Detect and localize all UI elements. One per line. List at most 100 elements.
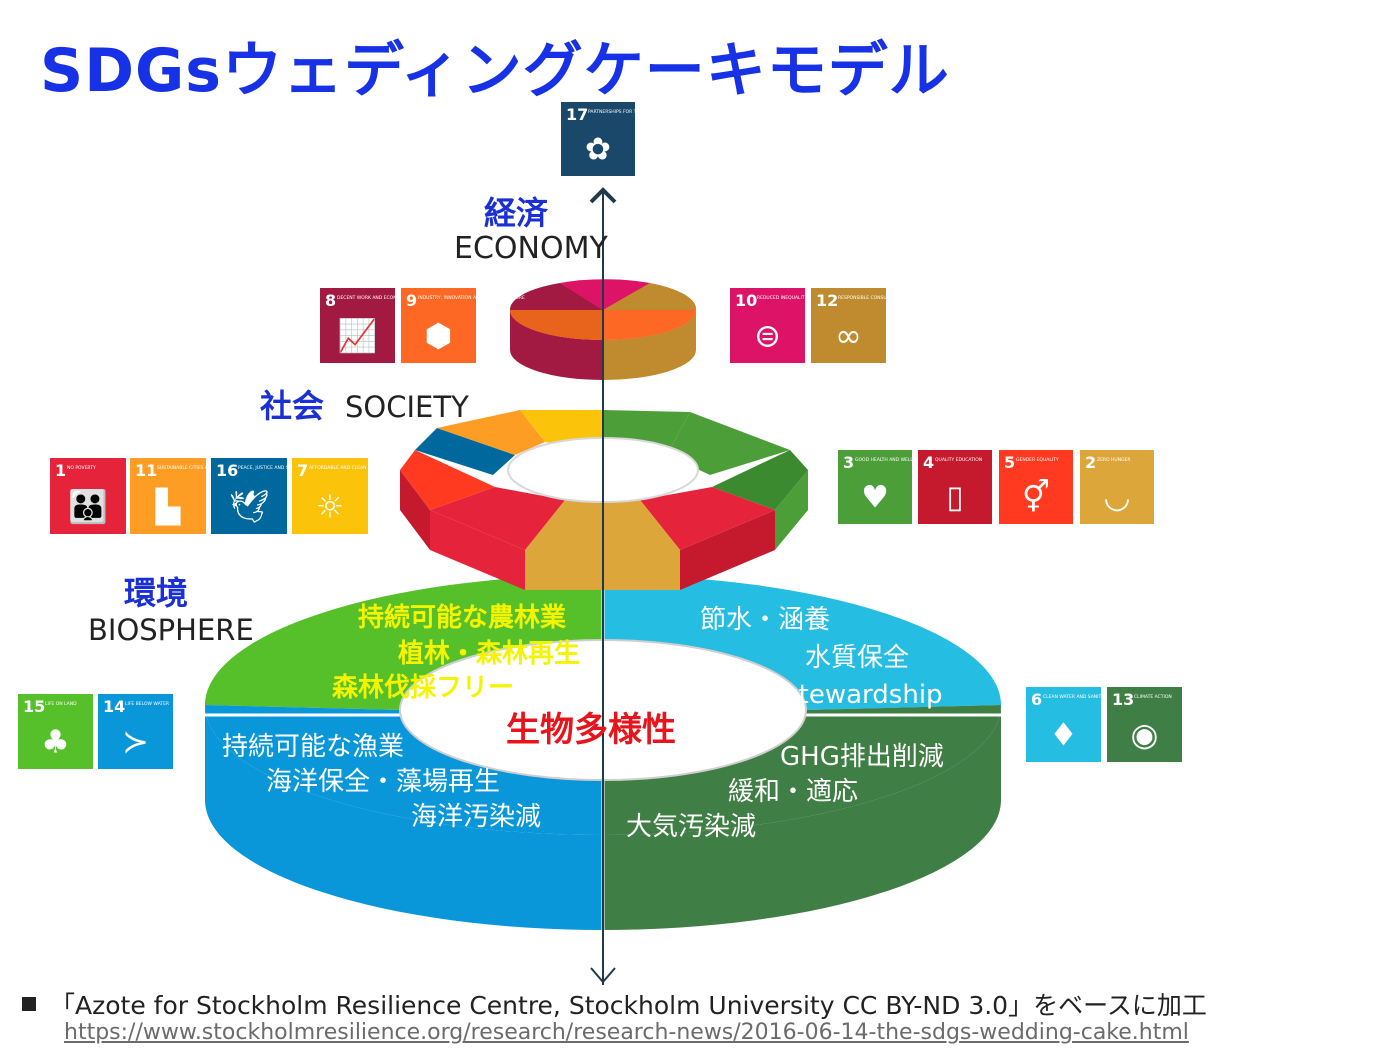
sdg-subtitle: RESPONSIBLE CONSUMPTION AND PRODUCTION [838,295,947,301]
biosphere-jp-label: 環境 [124,574,188,612]
sdg-tile-bg [811,288,886,363]
sdg-number: 16 [216,461,238,480]
square-bullet-icon [22,997,36,1011]
sdg-tile-bg [401,288,476,363]
city-icon: ▙ [155,487,182,525]
sdg-subtitle: CLEAN WATER AND SANITATION [1043,694,1115,700]
infinity-icon: ∞ [835,317,862,355]
climate-label-1: GHG排出削減 [780,742,944,772]
sea-label-3: 海洋汚染減 [411,802,541,832]
sdg-tile-bg [130,458,206,534]
sdg-subtitle: GENDER EQUALITY [1016,457,1059,463]
land-label-1: 持続可能な農林業 [358,602,566,633]
sdg-subtitle: AFFORDABLE AND CLEAN ENERGY [309,465,386,471]
sdg-tile-bg [730,288,805,363]
eye-globe-icon: ◉ [1131,716,1159,754]
sdg-subtitle: INDUSTRY, INNOVATION AND INFRASTRUCTURE [418,295,525,301]
sun-icon: ☼ [316,487,345,525]
land-quadrant [205,575,603,710]
biosphere-en-label: BIOSPHERE [88,613,254,647]
family-icon: 👪 [68,487,108,525]
water-drop-icon: ♦ [1049,716,1078,754]
economy-tier [509,279,697,380]
water-label-1: 節水・涵養 [700,605,830,635]
climate-quadrant [603,705,1001,835]
sea-label-2: 海洋保全・藻場再生 [266,767,500,797]
sdg-number: 8 [325,291,336,310]
land-label-2: 植林・森林再生 [398,639,580,669]
source-link[interactable]: https://www.stockholmresilience.org/rese… [64,1020,1189,1045]
biodiversity-label: 生物多様性 [506,710,676,750]
climate-wall [603,705,1001,930]
bowl-icon: ◡ [1103,480,1130,516]
sdg-subtitle: PEACE, JUSTICE AND STRONG INSTITUTIONS [238,465,338,471]
sdg-number: 5 [1004,453,1015,472]
sdg-tile-bg [18,694,93,769]
page-title: SDGsウェディングケーキモデル [40,36,950,106]
sdg-number: 10 [735,291,757,310]
sdg-number: 17 [566,105,588,124]
dove-icon: 🕊 [229,487,270,525]
fish-icon: ≻ [122,723,149,761]
sdg-subtitle: LIFE ON LAND [45,701,77,707]
land-label-3: 森林伐採フリー [332,673,514,703]
sdg-number: 3 [843,453,854,472]
sdg-tile-bg [1026,687,1101,762]
sdg-tile-bg [999,450,1073,524]
sdg-subtitle: REDUCED INEQUALITIES [757,295,812,301]
heartbeat-icon: ♥ [861,480,889,516]
sdg-number: 13 [1112,690,1134,709]
sdg-subtitle: GOOD HEALTH AND WELL-BEING [855,457,929,463]
sdg-number: 15 [23,697,45,716]
sdg-subtitle: DECENT WORK AND ECONOMIC GROWTH [337,295,431,301]
sdg-number: 14 [103,697,125,716]
sdg-tile-bg [561,102,635,176]
sdg-subtitle: LIFE BELOW WATER [125,701,169,707]
sdg-tile-bg [211,458,287,534]
sea-wall [205,705,603,930]
sdg-tile-bg [98,694,173,769]
sdg-tile-bg [838,450,912,524]
economy-jp-label: 経済 [484,194,549,232]
sdg-tile-bg [1080,450,1154,524]
sdg-subtitle: CLIMATE ACTION [1134,694,1172,700]
economy-en-label: ECONOMY [454,231,608,266]
water-label-2: 水質保全 [805,643,909,673]
sdg-number: 6 [1031,690,1042,709]
growth-chart-icon: 📈 [338,317,378,355]
tree-icon: ♣ [41,723,70,761]
water-quadrant [603,575,1001,710]
sdg-tile-bg [918,450,992,524]
credit-text: 「Azote for Stockholm Resilience Centre, … [50,991,1207,1020]
credit-line: 「Azote for Stockholm Resilience Centre, … [22,986,1362,1022]
water-label-3: Water stewardship [700,680,943,710]
sdg-subtitle: SUSTAINABLE CITIES AND COMMUNITIES [157,465,248,471]
society-jp-label: 社会 [260,387,324,425]
climate-label-2: 緩和・適応 [728,777,858,807]
sdg-subtitle: NO POVERTY [67,465,96,471]
cubes-icon: ⬢ [425,317,453,355]
sdg-subtitle: PARTNERSHIPS FOR THE GOALS [588,109,660,115]
sdg-subtitle: ZERO HUNGER [1097,457,1131,463]
sdg-number: 4 [923,453,934,472]
equal-sign-icon: ⊜ [754,317,781,355]
sdg-number: 1 [55,461,66,480]
sea-quadrant [205,705,603,835]
sdg-tile-bg [1107,687,1182,762]
